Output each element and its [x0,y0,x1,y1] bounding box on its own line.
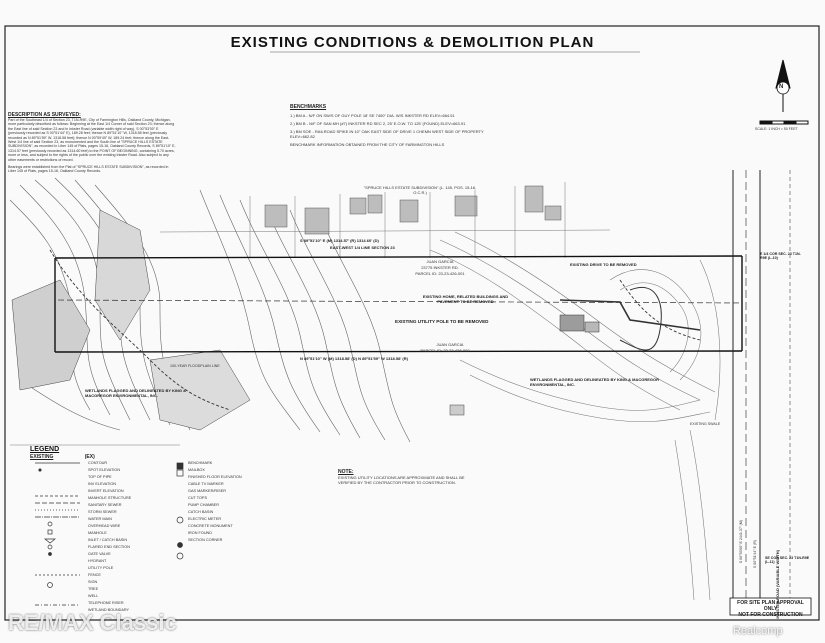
lot-lines [159,182,611,258]
north-arrow-graphic [775,59,791,112]
contour-lines-east [429,231,721,601]
realcomp-watermark: Realcomp [733,625,783,637]
wetland-boundary [49,249,701,411]
legend-item-4: INV ELEVATION [88,482,117,486]
legend-item-secondary-12: SECTION CORNER [188,538,223,542]
owner-top: JUAN GARCIA [426,259,454,264]
legend-item-secondary-4: CABLE TV MARKER [188,482,224,486]
quarter-line-label: EAST-WEST 1/4 LINE SECTION 23 [330,245,395,250]
legend: LEGEND EXISTING (EX) [30,446,95,460]
description-heading: DESCRIPTION AS SURVEYED: [8,112,81,118]
scale-bar [759,120,809,125]
description-body: Part of the Southeast 1/4 of Section 23,… [8,118,176,162]
subdivision-label: "SPRUCE HILLS ESTATE SUBDIVISION" (L. 14… [363,185,477,195]
legend-item-15: HYDRANT [88,559,107,563]
benchmark-item-1: 1.) BM A - N/F ON SW/S OF GUY POLE 18' S… [290,113,455,118]
south-line-bearing: N 89°51'10" W (M) 1318.58' (D) N 89°51'5… [300,356,408,361]
approval-line-2: NOT FOR CONSTRUCTION [738,612,803,618]
wooded-area-hatch [11,209,251,431]
legend-item-19: TREE [88,587,99,591]
legend-item-7: SANITARY SEWER [88,503,122,507]
legend-item-secondary-5: GAS MARKER/RISER [188,489,226,493]
legend-column-2: BENCHMARK MAILBOX FINISHED FLOOR ELEVATION… [188,460,278,544]
benchmarks-heading: BENCHMARKS [290,104,327,110]
floodplain-label: 100-YEAR FLOODPLAIN LINE [170,364,220,368]
east-quarter-corner: E 1/4 COR SEC. 23 T1N-R9E (L-10) [760,252,801,261]
road-bearing-record: S 00°51'44" E (R) [753,540,757,569]
sheet-border [4,25,820,621]
legend-item-secondary-1: BENCHMARK [188,461,213,465]
subdivision-buildings [264,185,562,235]
contour-lines-west [9,177,411,443]
property-boundary [54,255,743,353]
legend-item-5: INVERT ELEVATION [88,489,124,493]
legend-existing-header: EXISTING (EX) [30,454,95,460]
legend-item-secondary-6: CUT TOPS [188,496,207,500]
north-arrow-label: N [779,84,784,90]
utility-pole-label: EXISTING UTILITY POLE TO BE REMOVED [395,319,489,324]
legend-item-11: MANHOLE [88,531,107,535]
legend-title: LEGEND [30,446,60,453]
legend-item-6: MANHOLE STRUCTURE [88,496,132,500]
legend-item-20: WELL [88,594,99,598]
legend-item-secondary-9: ELECTRIC METER [188,517,222,521]
legend-item-secondary-7: PUMP CHAMBER [188,503,219,507]
legend-item-secondary-8: CATCH BASIN [188,510,214,514]
wetlands-right-label: WETLANDS FLAGGED AND DELINEATED BY KING … [530,377,660,387]
inkster-road [732,170,791,600]
legend-item-2: SPOT ELEVATION [88,468,121,472]
legend-item-secondary-10: CONCRETE MONUMENT [188,524,233,528]
address-label: 23775 INKSTER RD. [421,265,459,270]
benchmark-footer: BENCHMARK INFORMATION OBTAINED FROM THE … [290,142,445,147]
legend-item-13: FLARED END SECTION [88,545,130,549]
legend-item-secondary-2: MAILBOX [188,468,205,472]
description-basis: Bearings were established from the Plat … [8,165,169,174]
description-block: DESCRIPTION AS SURVEYED: Part of the Sou… [8,112,176,174]
wetlands-left-label: WETLANDS FLAGGED AND DELINEATED BY KING … [85,388,187,398]
legend-item-14: GATE VALVE [88,552,111,556]
scale-text: SCALE: 1 INCH = 50 FEET [755,127,798,131]
legend-existing-suffix: (EX) [84,454,95,460]
legend-symbols [35,462,184,606]
owner-bottom: JUAN GARCIA [436,342,464,347]
legend-item-16: UTILITY POLE [88,566,114,570]
swale-label: EXISTING SWALE [690,422,721,426]
parcel-bottom: PARCEL ID: 23-23-426-002 [420,348,470,353]
se-corner-label: SE COR SEC. 23 T1N-R9E (L-11) [765,556,810,565]
page-title: EXISTING CONDITIONS & DEMOLITION PLAN [230,34,595,51]
north-line-bearing: S 89°51'10" E (M) 1314.57' (R) 1314.60' … [300,238,379,243]
approval-stamp-box [729,597,812,616]
legend-item-secondary-11: IRON FOUND [188,531,213,535]
note-block: NOTE: EXISTING UTILITY LOCATIONS ARE APP… [338,469,468,485]
house-and-drive [449,287,701,416]
remax-watermark: RE/MAX Classic [8,610,177,635]
legend-item-1: CONTOUR [88,461,108,465]
benchmark-item-3: 3.) BM SOE - RAILROAD SPIKE IN 10" OAK E… [290,129,484,139]
legend-item-9: WATER MAIN [88,517,112,521]
legend-item-8: STORM SEWER [88,510,117,514]
legend-item-10: OVERHEAD WIRE [88,524,121,528]
parcel-top: PARCEL ID: 23-23-426-001 [415,271,465,276]
approval-stamp: FOR SITE PLAN APPROVAL ONLY NOT FOR CONS… [730,600,811,618]
note-heading: NOTE: [338,469,354,475]
legend-item-22: WETLAND BOUNDARY [88,608,130,612]
house-removal-label: EXISTING HOME, RELATED BUILDINGS AND PAV… [422,294,509,304]
legend-item-12: INLET / CATCH BASIN [88,538,128,542]
benchmark-item-2: 2.) BM B - N/F OF SAN MH (#7) INKSTER RD… [290,121,466,126]
legend-item-3: TOP OF PIPE [88,475,112,479]
note-text: EXISTING UTILITY LOCATIONS ARE APPROXIMA… [338,475,465,485]
legend-item-18: SIGN [88,580,98,584]
drive-removal-label: EXISTING DRIVE TO BE REMOVED [570,262,637,267]
legend-existing-label: EXISTING [30,454,54,460]
legend-column-1: CONTOUR SPOT ELEVATION TOP OF PIPE INV ELEV… [88,460,168,614]
approval-line-1: FOR SITE PLAN APPROVAL ONLY [737,600,804,612]
legend-item-17: FENCE [88,573,101,577]
road-bearing-label: S 00°53'00" E 2441.37' (M) [739,520,743,564]
legend-item-secondary-3: FINISHED FLOOR ELEVATION [188,475,242,479]
benchmarks-block: BENCHMARKS 1.) BM A - N/F ON SW/S OF GUY… [290,104,490,147]
legend-item-21: TELEPHONE RISER [88,601,124,605]
